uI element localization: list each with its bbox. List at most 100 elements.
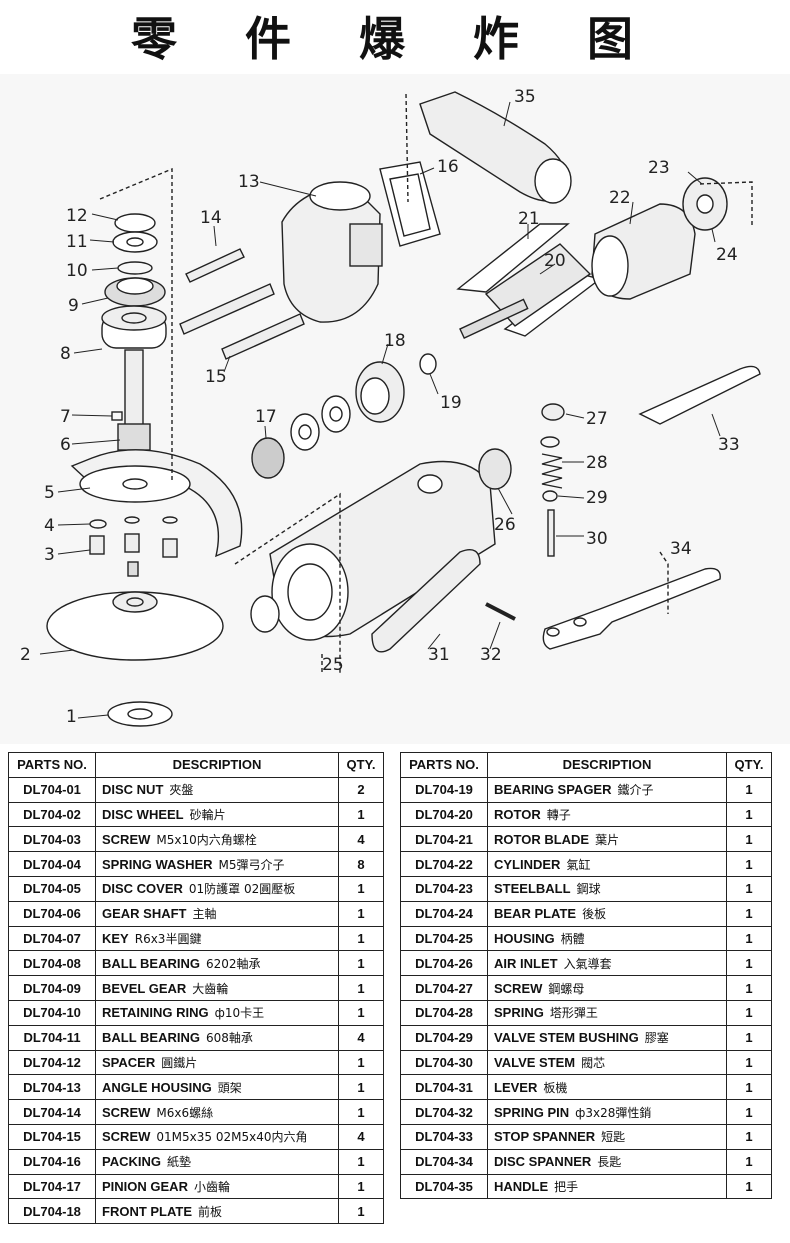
description-english: DISC SPANNER	[494, 1154, 592, 1170]
part-number: DL704-18	[8, 1198, 96, 1225]
callout-9: 9	[68, 296, 79, 316]
part-28-spring	[541, 453, 563, 489]
description-english: STEELBALL	[494, 881, 571, 897]
description-chinese: 小齒輪	[193, 1179, 230, 1194]
part-quantity: 1	[726, 776, 772, 803]
description-chinese: 鋼螺母	[548, 981, 585, 996]
part-number: DL704-07	[8, 925, 96, 952]
part-number: DL704-12	[8, 1049, 96, 1076]
part-description: STEELBALL 鋼球	[487, 875, 727, 902]
part-quantity: 1	[726, 1173, 772, 1200]
part-quantity: 1	[726, 875, 772, 902]
part-26-air-inlet	[478, 448, 512, 490]
page-title: 零 件 爆 炸 图	[130, 12, 660, 66]
exploded-view-drawing: 1 2 3 4 5 6 7 8 9 10 11 12 13 14 15 16 1…	[20, 87, 761, 727]
part-number: DL704-14	[8, 1099, 96, 1125]
part-quantity: 1	[338, 1198, 384, 1225]
callout-11: 11	[66, 232, 88, 252]
part-quantity: 1	[338, 950, 384, 977]
part-description: SPRING WASHER M5彈弓介子	[95, 851, 339, 877]
part-quantity: 1	[726, 1123, 772, 1150]
part-23-steelball	[696, 194, 714, 214]
part-quantity: 1	[338, 925, 384, 952]
description-chinese: 葉片	[595, 832, 620, 847]
callout-32: 32	[480, 645, 502, 665]
description-english: SPACER	[102, 1054, 156, 1070]
part-12-spacer	[114, 213, 156, 233]
part-19-spacer	[419, 353, 437, 375]
description-chinese: 砂輪片	[189, 807, 226, 822]
description-chinese: 前板	[198, 1204, 223, 1219]
part-14-screw	[185, 248, 245, 283]
part-number: DL704-16	[8, 1148, 96, 1175]
description-english: STOP SPANNER	[494, 1129, 596, 1145]
callout-29: 29	[586, 488, 608, 508]
part-32-spring-pin	[485, 602, 516, 621]
callout-3: 3	[44, 545, 55, 565]
part-number: DL704-27	[400, 975, 488, 1001]
part-number: DL704-09	[8, 975, 96, 1001]
callout-8: 8	[60, 344, 71, 364]
description-english: SPRING WASHER	[102, 856, 213, 872]
description-english: ROTOR	[494, 806, 541, 822]
part-quantity: 1	[338, 1049, 384, 1076]
part-quantity: 4	[338, 1024, 384, 1051]
part-number: DL704-30	[400, 1049, 488, 1076]
callout-10: 10	[66, 261, 88, 281]
description-chinese: 608軸承	[205, 1031, 253, 1046]
callout-21: 21	[518, 209, 540, 229]
description-chinese: 後板	[582, 907, 607, 922]
part-number: DL704-11	[8, 1024, 96, 1051]
header-parts-no: PARTS NO.	[8, 752, 96, 778]
description-english: SPRING	[494, 1005, 544, 1021]
callout-30: 30	[586, 529, 608, 549]
part-quantity: 1	[726, 851, 772, 877]
description-english: DISC COVER	[102, 881, 183, 897]
description-chinese: M5x10内六角螺栓	[156, 832, 257, 847]
description-chinese: 主軸	[192, 907, 217, 922]
header-description: DESCRIPTION	[487, 752, 727, 778]
part-number: DL704-24	[400, 900, 488, 927]
description-english: ANGLE HOUSING	[102, 1079, 212, 1095]
part-quantity: 1	[726, 1024, 772, 1051]
part-quantity: 1	[338, 1173, 384, 1200]
part-quantity: 4	[338, 826, 384, 853]
part-number: DL704-21	[400, 826, 488, 853]
part-number: DL704-03	[8, 826, 96, 853]
part-17-pinion-gear	[251, 437, 285, 479]
callout-14: 14	[200, 208, 222, 228]
description-chinese: M5彈弓介子	[218, 857, 285, 872]
part-15-screw-a	[179, 283, 275, 335]
description-english: CYLINDER	[494, 856, 561, 872]
part-33-stop-spanner	[638, 365, 761, 425]
part-10-ring	[117, 261, 153, 275]
part-1-disc-nut	[107, 701, 173, 727]
description-chinese: 鋼球	[576, 882, 601, 897]
part-quantity: 1	[726, 801, 772, 828]
